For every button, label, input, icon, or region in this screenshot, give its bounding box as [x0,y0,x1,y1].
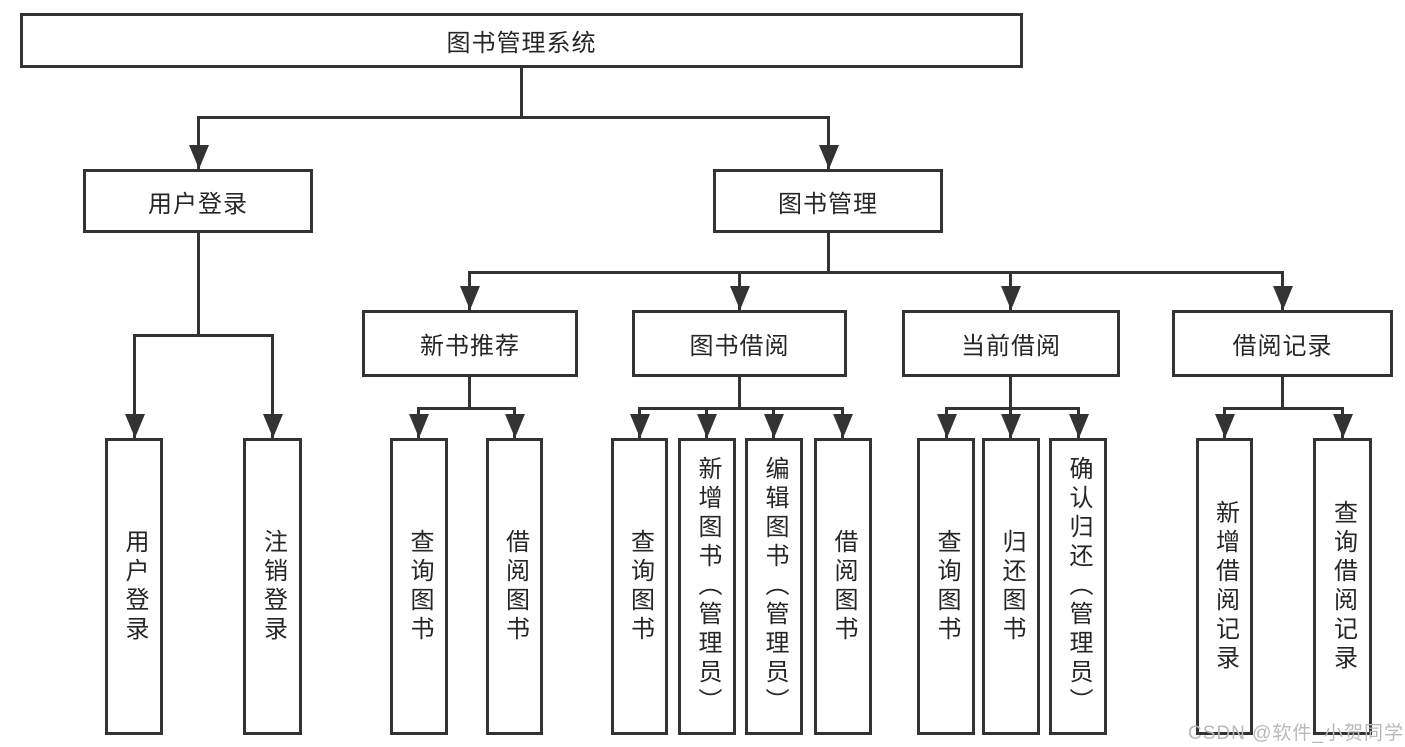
node-new-book-recommendation: 新书推荐 [362,310,578,377]
leaf-query-books-borrow-label: 查询图书 [626,528,654,645]
connector-user-login-stem [197,233,200,336]
arrowhead-down-icon [408,407,429,438]
leaf-logout-login: 注销登录 [243,438,302,735]
node-root-label: 图书管理系统 [446,30,597,57]
connector-records-stem [1281,377,1284,409]
connector-book-mgmt-stem [827,233,830,273]
leaf-query-books-current-label: 查询图书 [933,528,960,645]
node-new-book-recommendation-label: 新书推荐 [420,333,520,360]
node-user-login: 用户登录 [83,169,313,233]
connector-newrec-stem [468,377,471,409]
leaf-query-books-newrec-label: 查询图书 [406,528,433,645]
node-borrowing-records-label: 借阅记录 [1232,333,1333,360]
arrowhead-down-icon [188,116,209,169]
node-root: 图书管理系统 [20,13,1023,68]
leaf-return-books-label: 归还图书 [998,528,1025,645]
node-book-management: 图书管理 [713,169,943,233]
arrowhead-down-icon [459,271,480,310]
arrowhead-down-icon [1000,407,1021,438]
node-user-login-label: 用户登录 [148,190,248,218]
leaf-user-login: 用户登录 [105,438,163,735]
arrowhead-down-icon [124,334,145,438]
arrowhead-down-icon [1068,407,1089,438]
leaf-query-books-borrow: 查询图书 [611,438,668,735]
leaf-query-books-newrec: 查询图书 [390,438,448,735]
leaf-query-borrow-record-label: 查询借阅记录 [1329,499,1357,674]
arrowhead-down-icon [936,407,957,438]
arrowhead-down-icon [1214,407,1235,438]
node-borrowing-records: 借阅记录 [1172,310,1393,377]
connector-newrec-hline [417,407,516,410]
leaf-borrow-books-borrow-label: 借阅图书 [830,528,857,645]
arrowhead-down-icon [763,407,784,438]
connector-user-login-hline [133,334,274,337]
connector-records-hline [1223,407,1344,410]
leaf-confirm-return-admin: 确认归还（管理员） [1049,438,1107,735]
connector-level3-hline [468,271,1284,274]
node-book-management-label: 图书管理 [778,190,878,218]
leaf-edit-books-admin: 编辑图书（管理员） [745,438,803,735]
leaf-query-borrow-record: 查询借阅记录 [1313,438,1372,735]
arrowhead-down-icon [1272,271,1293,310]
connector-borrow-stem [738,377,741,409]
leaf-add-borrow-record: 新增借阅记录 [1196,438,1253,735]
leaf-borrow-books-newrec: 借阅图书 [486,438,543,735]
arrowhead-down-icon [1000,271,1021,310]
connector-borrow-hline [638,407,844,410]
leaf-add-borrow-record-label: 新增借阅记录 [1211,499,1239,674]
connector-current-hline [945,407,1080,410]
connector-root-stem [520,68,523,118]
connector-level2-hline [197,116,830,119]
arrowhead-down-icon [1332,407,1353,438]
arrowhead-down-icon [818,116,839,169]
leaf-add-books-admin: 新增图书（管理员） [678,438,736,735]
connector-current-stem [1009,377,1012,409]
node-book-borrowing-label: 图书借阅 [689,333,790,360]
arrowhead-down-icon [504,407,525,438]
node-current-borrowing: 当前借阅 [902,310,1120,377]
arrowhead-down-icon [629,407,650,438]
arrowhead-down-icon [262,334,283,438]
leaf-confirm-return-admin-label: 确认归还（管理员） [1065,456,1092,717]
leaf-logout-login-label: 注销登录 [259,528,287,645]
leaf-edit-books-admin-label: 编辑图书（管理员） [761,456,788,717]
arrowhead-down-icon [696,407,717,438]
leaf-query-books-current: 查询图书 [917,438,975,735]
leaf-return-books: 归还图书 [982,438,1040,735]
arrowhead-down-icon [832,407,853,438]
csdn-watermark: CSDN @软件_小贺同学 [1188,723,1404,744]
leaf-add-books-admin-label: 新增图书（管理员） [694,456,721,717]
leaf-borrow-books-newrec-label: 借阅图书 [501,528,529,645]
node-current-borrowing-label: 当前借阅 [961,333,1061,360]
leaf-user-login-label: 用户登录 [121,528,148,645]
arrowhead-down-icon [729,271,750,310]
node-book-borrowing: 图书借阅 [632,310,847,377]
leaf-borrow-books-borrow: 借阅图书 [814,438,872,735]
